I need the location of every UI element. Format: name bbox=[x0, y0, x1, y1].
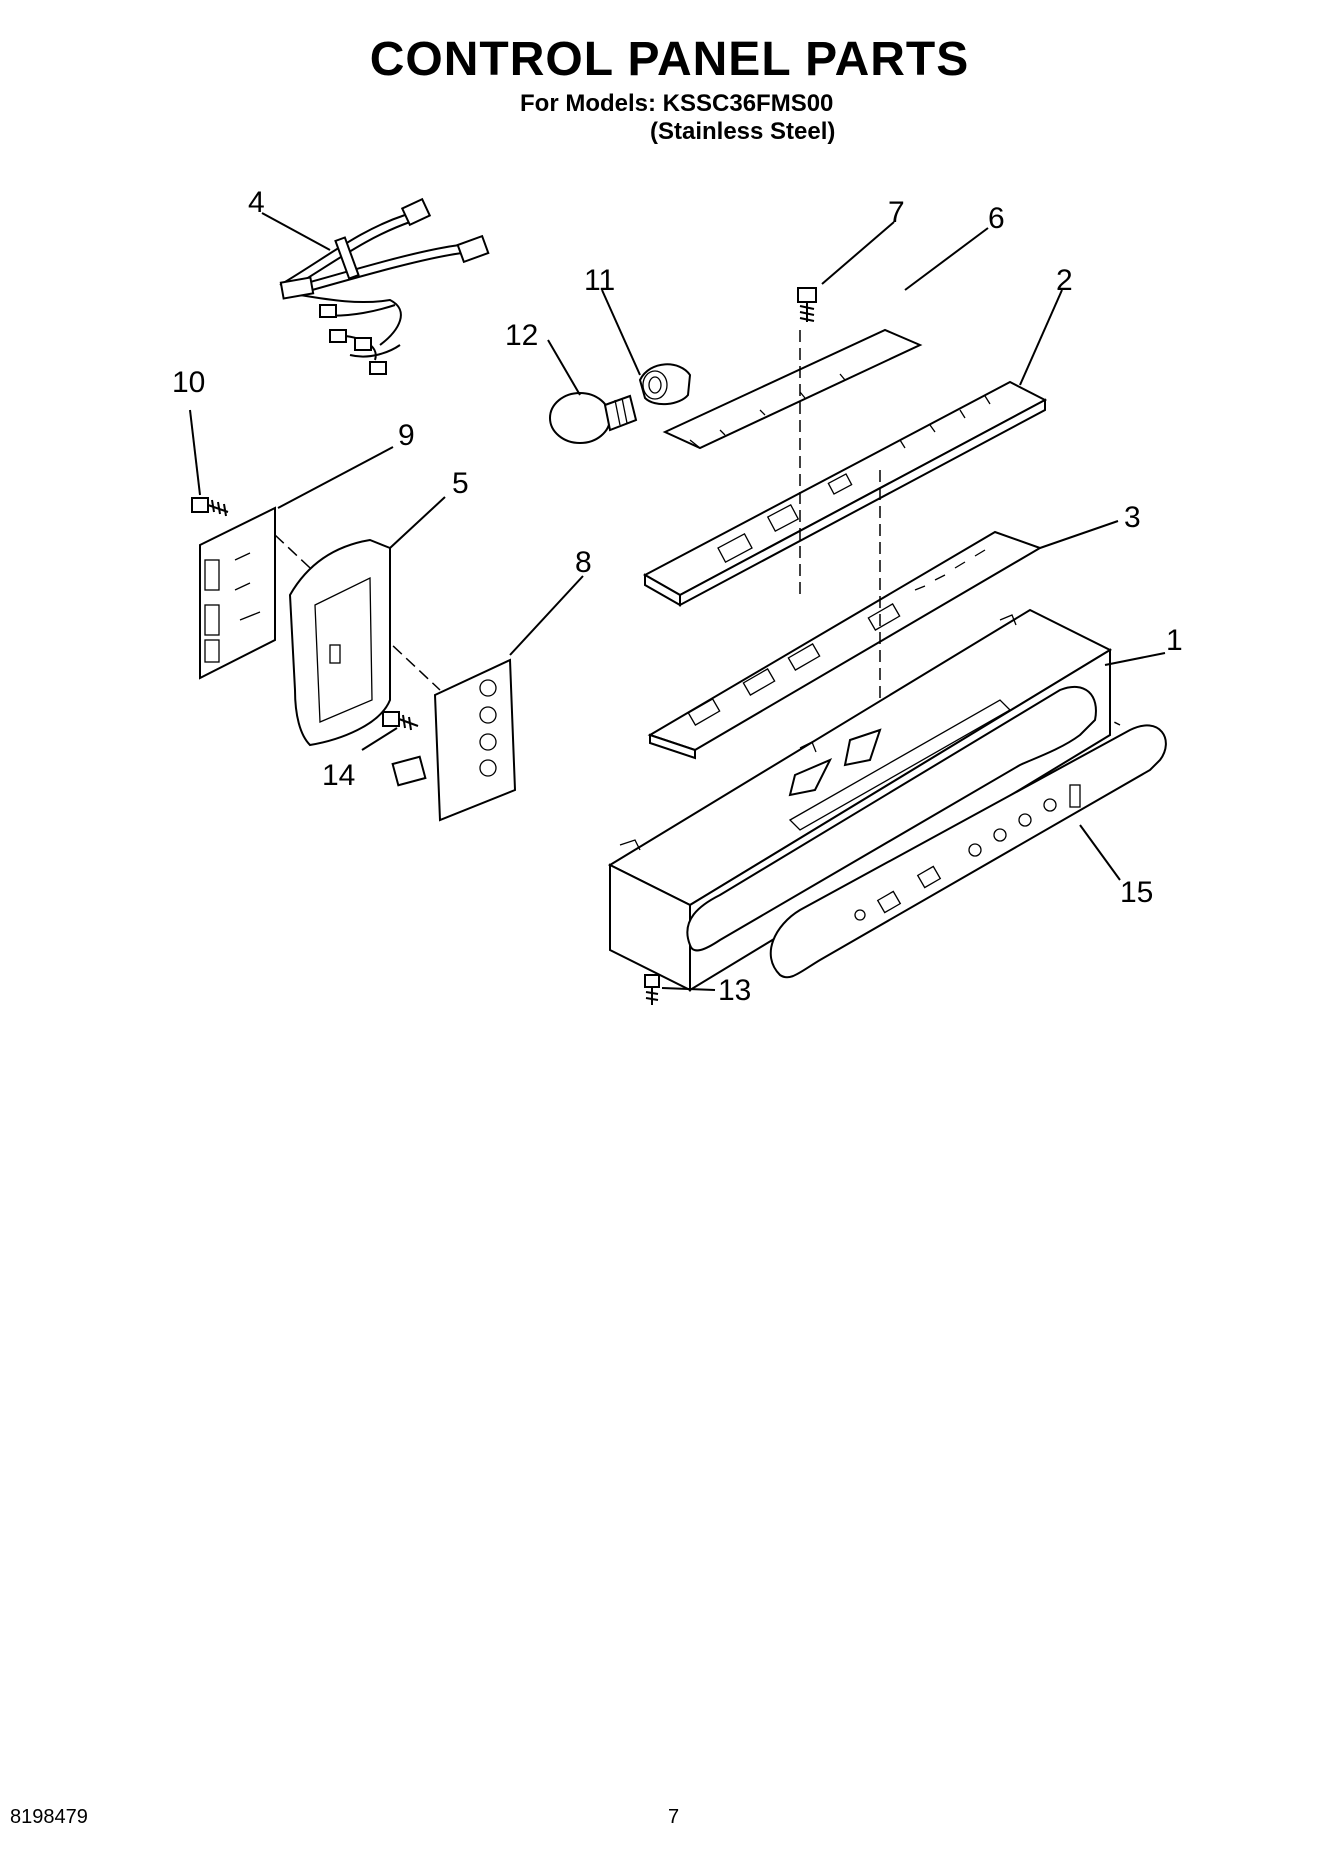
page-number: 7 bbox=[668, 1806, 680, 1828]
callout-12: 12 bbox=[505, 319, 538, 352]
part-bezel bbox=[288, 538, 391, 747]
callout-9: 9 bbox=[398, 419, 415, 452]
part-screw-left bbox=[191, 497, 229, 517]
callout-3: 3 bbox=[1124, 501, 1141, 534]
callout-6: 6 bbox=[988, 202, 1005, 235]
callout-15: 15 bbox=[1120, 876, 1153, 909]
page-title: CONTROL PANEL PARTS bbox=[369, 33, 970, 86]
callout-5: 5 bbox=[452, 467, 469, 500]
callout-7: 7 bbox=[888, 196, 905, 229]
part-top-plate bbox=[662, 328, 923, 450]
part-front-trim bbox=[769, 724, 1167, 979]
part-housing bbox=[607, 608, 1113, 992]
part-side-board bbox=[199, 506, 276, 680]
callout-14: 14 bbox=[322, 759, 355, 792]
part-control-board bbox=[642, 380, 1048, 607]
callout-8: 8 bbox=[575, 546, 592, 579]
finish-line: (Stainless Steel) bbox=[650, 118, 836, 145]
callout-1: 1 bbox=[1166, 624, 1183, 657]
callout-13: 13 bbox=[718, 974, 751, 1007]
callout-2: 2 bbox=[1056, 264, 1073, 297]
exploded-parts-diagram: 4 7 6 2 11 12 10 9 5 8 3 1 15 13 14 bbox=[172, 186, 1183, 1007]
part-screw-bezel bbox=[382, 711, 419, 731]
part-label bbox=[391, 658, 517, 822]
callout-11: 11 bbox=[584, 264, 615, 297]
part-screw-top bbox=[797, 287, 817, 322]
part-screw-bottom bbox=[644, 974, 660, 1005]
document-number: 8198479 bbox=[10, 1806, 88, 1828]
callout-4: 4 bbox=[248, 186, 265, 219]
models-line: For Models: KSSC36FMS00 bbox=[520, 90, 834, 117]
callout-10: 10 bbox=[172, 366, 205, 399]
part-lamp-socket bbox=[638, 363, 692, 406]
part-light-bulb bbox=[549, 392, 638, 444]
leader-lines bbox=[189, 212, 1166, 991]
part-wire-harness bbox=[279, 197, 490, 375]
